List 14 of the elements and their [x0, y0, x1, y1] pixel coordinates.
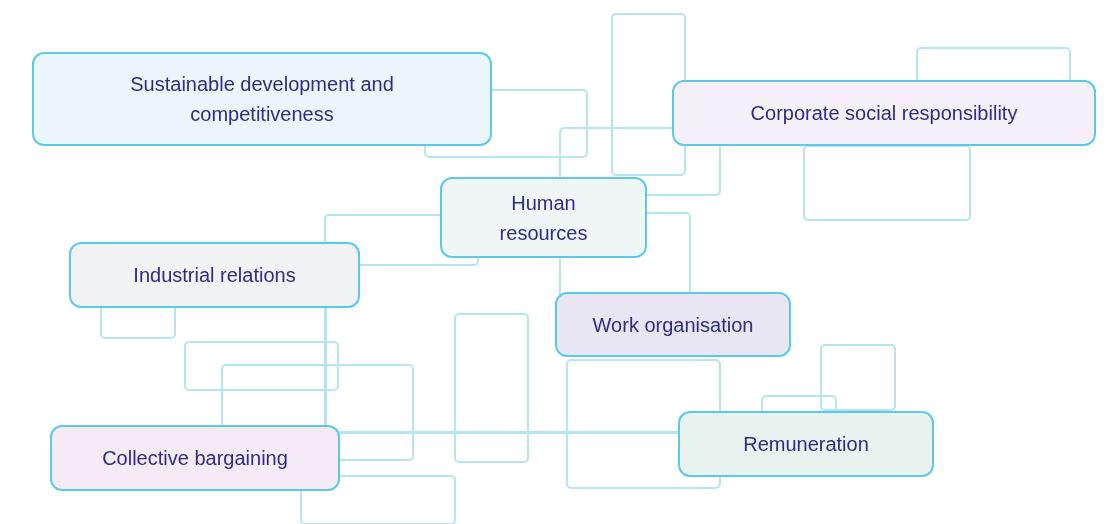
topic-label: Collective bargaining — [102, 446, 288, 471]
topic-label: Work organisation — [592, 312, 754, 338]
topic-label: Industrial relations — [133, 263, 296, 288]
topic-box — [50, 425, 340, 491]
topic-label: Remuneration — [743, 432, 869, 457]
topic-box — [678, 411, 934, 477]
topic-label: Sustainable development and competitiveness — [129, 72, 395, 127]
topic-label: Human resources — [498, 190, 589, 246]
topic-box — [555, 292, 791, 357]
topic-box — [32, 52, 492, 146]
topic-box — [69, 242, 360, 308]
topic-box — [440, 177, 647, 258]
topic-box — [672, 80, 1096, 146]
topic-label: Corporate social responsibility — [750, 101, 1018, 126]
